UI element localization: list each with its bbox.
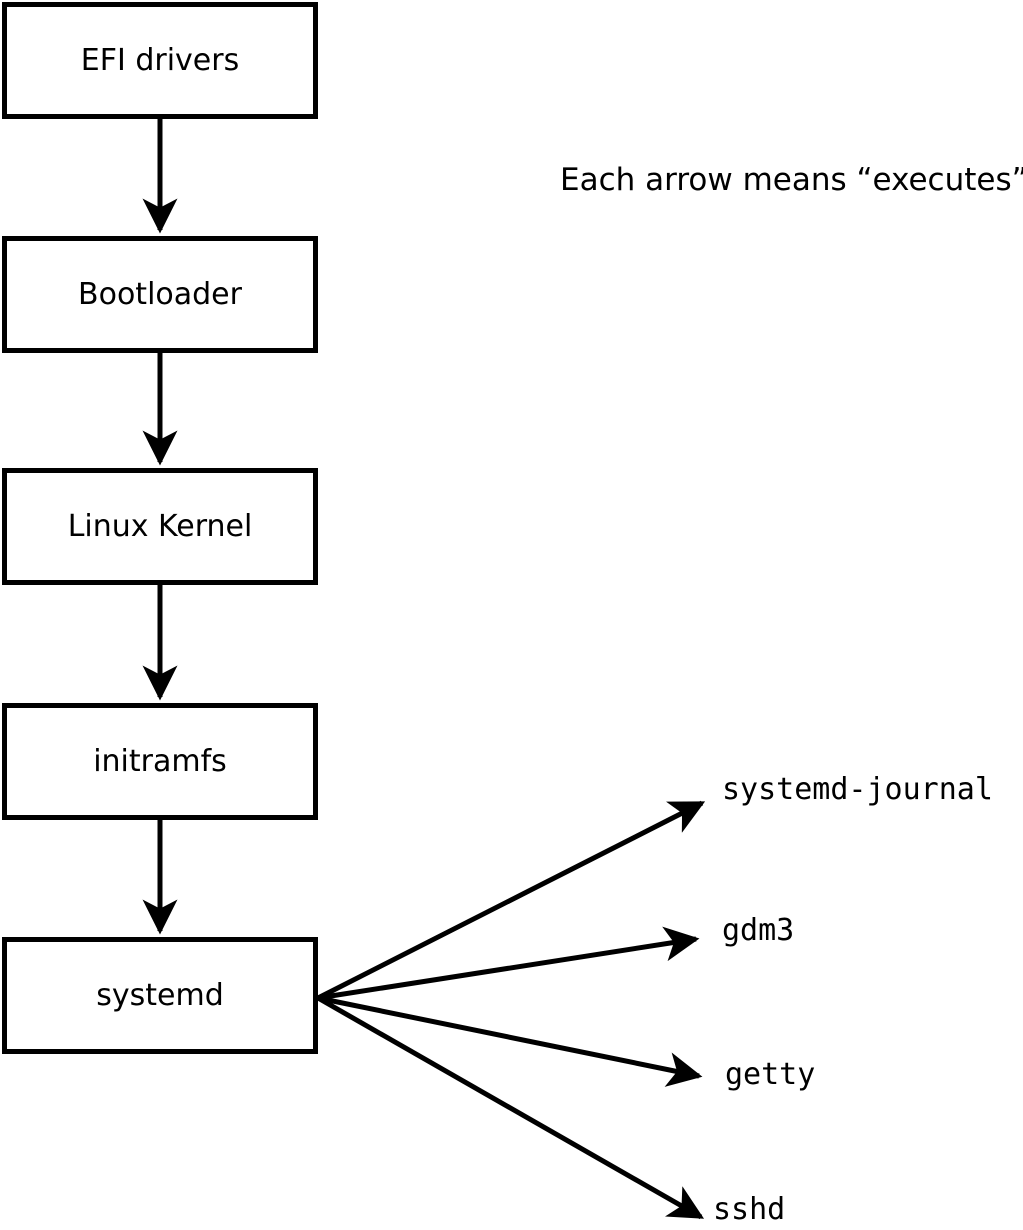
node-initramfs: initramfs	[2, 703, 318, 820]
arrow-systemd-to-getty	[317, 995, 703, 1087]
node-systemd-label: systemd	[96, 977, 224, 1013]
node-systemd: systemd	[2, 937, 318, 1054]
node-gdm3: gdm3	[722, 913, 795, 948]
node-linux-kernel-label: Linux Kernel	[67, 508, 253, 544]
arrow-systemd-to-journal	[316, 800, 706, 1001]
node-sshd: sshd	[713, 1192, 786, 1227]
node-bootloader: Bootloader	[2, 236, 318, 353]
node-getty: getty	[725, 1057, 816, 1092]
node-initramfs-label: initramfs	[93, 743, 227, 779]
node-linux-kernel: Linux Kernel	[2, 468, 318, 585]
note-text: Each arrow means “executes”.	[560, 162, 1023, 198]
arrow-systemd-to-sshd	[316, 995, 705, 1220]
arrow-systemd-to-gdm3	[317, 926, 700, 1001]
node-efi-drivers-label: EFI drivers	[80, 42, 240, 78]
node-systemd-journal: systemd-journal	[722, 772, 993, 807]
node-efi-drivers: EFI drivers	[2, 2, 318, 119]
node-bootloader-label: Bootloader	[78, 276, 242, 312]
